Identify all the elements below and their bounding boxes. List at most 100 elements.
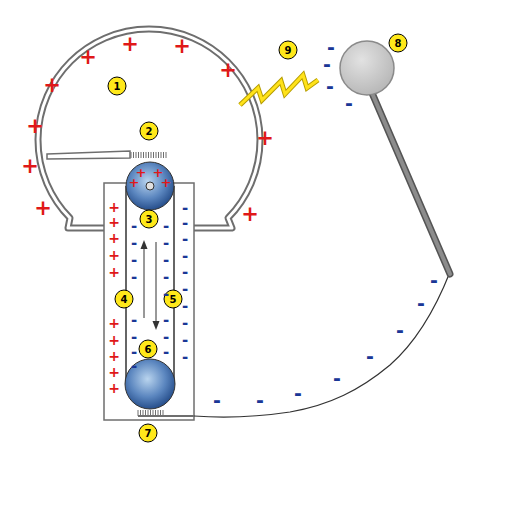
comb-tooth	[146, 152, 147, 158]
belt-side	[173, 186, 175, 384]
negative-charge: -	[131, 270, 137, 285]
comb-tooth	[148, 152, 149, 158]
callout-number: 1	[108, 77, 127, 96]
positive-charge: +	[161, 176, 172, 189]
negative-charge: -	[294, 384, 302, 403]
negative-charge: -	[163, 253, 169, 268]
negative-charge: -	[131, 219, 137, 234]
negative-charge: -	[182, 350, 188, 365]
positive-charge: +	[108, 349, 120, 363]
negative-charge: -	[131, 330, 137, 345]
callout-number: 7	[139, 424, 158, 443]
negative-charge: -	[163, 236, 169, 251]
positive-charge: +	[108, 265, 120, 279]
belt-direction-arrow	[156, 242, 157, 324]
comb-tooth	[153, 152, 154, 158]
callout-number: 4	[115, 290, 134, 309]
comb-tooth	[151, 152, 152, 158]
comb-tooth	[136, 152, 137, 158]
positive-charge: +	[108, 215, 120, 229]
negative-charge: -	[396, 321, 404, 340]
upper-comb-arm	[47, 151, 130, 159]
negative-charge: -	[417, 294, 425, 313]
positive-charge: +	[21, 156, 39, 177]
positive-charge: +	[108, 333, 120, 347]
positive-charge: +	[108, 316, 120, 330]
negative-charge: -	[182, 299, 188, 314]
discharge-rod	[369, 86, 450, 274]
discharge-rod-core	[369, 86, 450, 274]
negative-charge: -	[366, 347, 374, 366]
negative-charge: -	[182, 316, 188, 331]
positive-charge: +	[256, 128, 274, 149]
negative-charge: -	[256, 391, 264, 410]
negative-charge: -	[163, 330, 169, 345]
negative-charge: -	[163, 313, 169, 328]
comb-tooth	[133, 152, 134, 158]
insulating-column	[104, 183, 194, 420]
positive-charge: +	[108, 365, 120, 379]
negative-charge: -	[213, 391, 221, 410]
negative-charge: -	[430, 271, 438, 290]
negative-charge: -	[163, 287, 169, 302]
negative-charge: -	[333, 369, 341, 388]
negative-charge: -	[182, 232, 188, 247]
ground-wire	[194, 272, 450, 417]
negative-charge: -	[182, 216, 188, 231]
negative-charge: -	[182, 249, 188, 264]
positive-charge: +	[173, 36, 191, 57]
negative-charge: -	[345, 94, 353, 113]
negative-charge: -	[163, 345, 169, 360]
positive-charge: +	[108, 381, 120, 395]
negative-charge: -	[131, 253, 137, 268]
dome-inner	[38, 29, 260, 228]
negative-charge: -	[131, 359, 137, 374]
belt-direction-arrow	[144, 246, 145, 318]
negative-charge: -	[326, 77, 334, 96]
belt-side	[125, 186, 127, 384]
comb-tooth	[156, 152, 157, 158]
comb-tooth	[161, 152, 162, 158]
negative-charge: -	[131, 313, 137, 328]
positive-charge: +	[121, 34, 139, 55]
negative-charge: -	[163, 270, 169, 285]
spark	[240, 75, 318, 105]
dome-outline	[38, 29, 260, 228]
arrow-head	[141, 240, 148, 249]
positive-charge: +	[129, 176, 140, 189]
callout-number: 6	[139, 340, 158, 359]
comb-tooth	[166, 152, 167, 158]
negative-charge: -	[323, 55, 331, 74]
positive-charge: +	[26, 116, 44, 137]
negative-charge: -	[182, 265, 188, 280]
callout-number: 3	[140, 210, 159, 229]
lower-pulley	[125, 359, 175, 409]
negative-charge: -	[163, 219, 169, 234]
negative-charge: -	[182, 333, 188, 348]
comb-tooth	[138, 152, 139, 158]
callout-number: 2	[140, 122, 159, 141]
comb-tooth	[163, 152, 164, 158]
positive-charge: +	[219, 60, 237, 81]
spark-outline	[240, 75, 318, 105]
negative-charge: -	[182, 282, 188, 297]
callout-number: 8	[389, 34, 408, 53]
positive-charge: +	[108, 231, 120, 245]
comb-tooth	[158, 152, 159, 158]
positive-charge: +	[79, 47, 97, 68]
positive-charge: +	[241, 204, 259, 225]
comb-tooth	[141, 152, 142, 158]
positive-charge: +	[108, 248, 120, 262]
pulley-hub	[146, 182, 154, 190]
negative-charge: -	[182, 201, 188, 216]
positive-charge: +	[34, 198, 52, 219]
arrow-head	[153, 321, 160, 330]
negative-charge: -	[131, 345, 137, 360]
comb-tooth	[143, 152, 144, 158]
comb-tooth	[131, 152, 132, 158]
upper-pulley	[126, 162, 174, 210]
upper-comb-teeth	[131, 152, 166, 158]
positive-charge: +	[43, 75, 61, 96]
